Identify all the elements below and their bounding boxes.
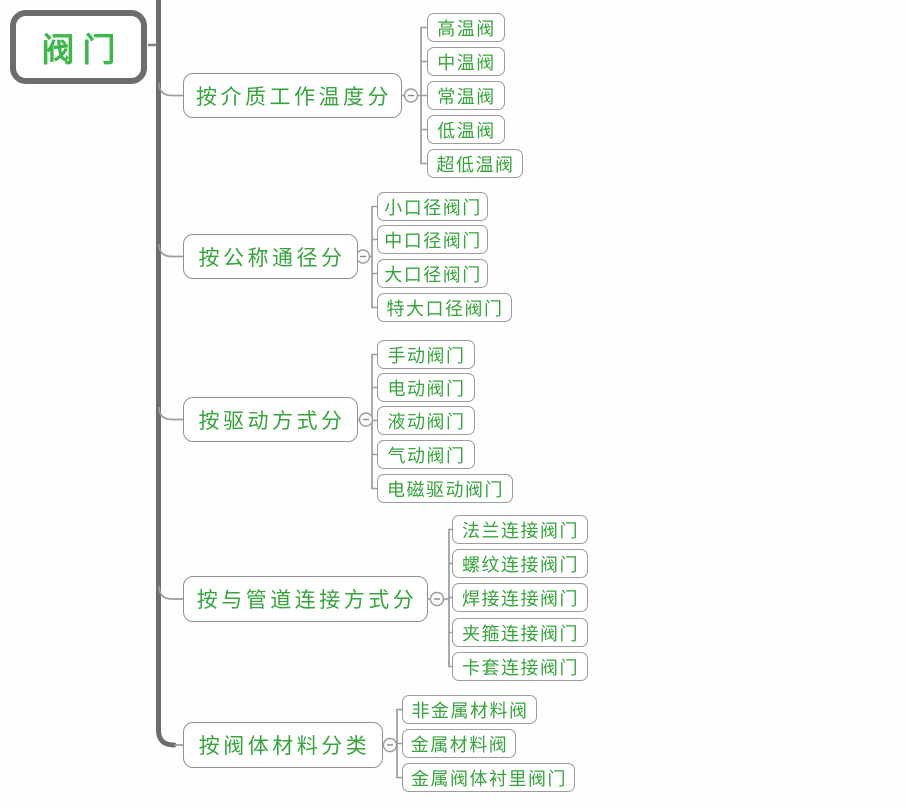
child-node[interactable]: 高温阀 <box>427 13 505 42</box>
root-node-label: 阀门 <box>41 30 124 69</box>
child-node[interactable]: 法兰连接阀门 <box>452 515 588 544</box>
child-node[interactable]: 卡套连接阀门 <box>452 652 588 681</box>
branch-node-temperature[interactable]: 按介质工作温度分 <box>183 73 402 118</box>
child-node-label: 超低温阀 <box>436 154 515 176</box>
child-node[interactable]: 大口径阀门 <box>377 259 488 288</box>
branch-node-label: 按公称通径分 <box>198 245 346 270</box>
child-node-label: 非金属材料阀 <box>411 700 529 722</box>
child-node[interactable]: 电动阀门 <box>377 373 475 402</box>
child-node[interactable]: 小口径阀门 <box>377 192 488 221</box>
child-node-label: 特大口径阀门 <box>386 298 504 320</box>
child-node-label: 金属阀体衬里阀门 <box>411 768 567 790</box>
child-node-label: 金属材料阀 <box>410 734 509 756</box>
root-node-valve[interactable]: 阀门 <box>10 10 147 84</box>
child-node[interactable]: 金属阀体衬里阀门 <box>402 763 575 792</box>
branch-node-label: 按与管道连接方式分 <box>196 588 418 612</box>
child-node-label: 常温阀 <box>437 86 496 108</box>
branch-elbow-lines <box>158 82 183 600</box>
child-node[interactable]: 特大口径阀门 <box>377 293 512 322</box>
child-node-label: 高温阀 <box>437 18 496 40</box>
child-node[interactable]: 电磁驱动阀门 <box>377 474 513 503</box>
branch-node-connection[interactable]: 按与管道连接方式分 <box>183 576 428 622</box>
child-node-label: 低温阀 <box>437 120 496 142</box>
child-node-label: 小口径阀门 <box>384 197 482 219</box>
child-node[interactable]: 夹箍连接阀门 <box>452 618 588 647</box>
child-node[interactable]: 液动阀门 <box>377 406 475 435</box>
branch-node-material[interactable]: 按阀体材料分类 <box>183 722 383 768</box>
child-node-label: 手动阀门 <box>387 345 466 367</box>
child-node-label: 螺纹连接阀门 <box>462 554 579 576</box>
child-node-label: 液动阀门 <box>387 411 466 433</box>
branch-node-label: 按阀体材料分类 <box>198 734 371 758</box>
collapse-button-branch-2[interactable] <box>355 249 371 264</box>
branch-node-diameter[interactable]: 按公称通径分 <box>183 234 358 279</box>
child-node-label: 气动阀门 <box>387 445 466 467</box>
child-node-label: 电磁驱动阀门 <box>387 479 504 501</box>
child-stub-lines <box>372 26 452 779</box>
child-node[interactable]: 常温阀 <box>427 81 505 110</box>
collapse-button-branch-3[interactable] <box>358 412 374 427</box>
branch-node-drive[interactable]: 按驱动方式分 <box>183 397 358 442</box>
child-node-label: 大口径阀门 <box>384 264 482 286</box>
child-node-label: 卡套连接阀门 <box>462 657 579 679</box>
child-node[interactable]: 中温阀 <box>427 47 505 76</box>
child-node[interactable]: 中口径阀门 <box>377 225 488 254</box>
collapse-button-branch-4[interactable] <box>429 591 445 607</box>
child-node[interactable]: 气动阀门 <box>377 440 475 469</box>
child-node-label: 焊接连接阀门 <box>462 588 579 610</box>
collapse-button-branch-1[interactable] <box>403 88 419 103</box>
child-node[interactable]: 金属材料阀 <box>402 729 516 758</box>
child-node-label: 法兰连接阀门 <box>462 520 579 542</box>
collapse-button-branch-5[interactable] <box>382 737 398 753</box>
child-node[interactable]: 低温阀 <box>427 115 505 144</box>
child-node[interactable]: 螺纹连接阀门 <box>452 549 588 578</box>
child-node-label: 中温阀 <box>437 52 496 74</box>
child-node-label: 夹箍连接阀门 <box>462 623 579 645</box>
child-node[interactable]: 手动阀门 <box>377 340 475 369</box>
child-node[interactable]: 超低温阀 <box>427 149 523 178</box>
child-node[interactable]: 非金属材料阀 <box>402 695 537 724</box>
child-node-label: 电动阀门 <box>387 378 466 400</box>
branch-node-label: 按驱动方式分 <box>198 408 346 433</box>
child-node[interactable]: 焊接连接阀门 <box>452 583 588 612</box>
child-node-label: 中口径阀门 <box>384 230 482 252</box>
branch-node-label: 按介质工作温度分 <box>196 84 392 109</box>
trunk-line <box>156 0 177 748</box>
